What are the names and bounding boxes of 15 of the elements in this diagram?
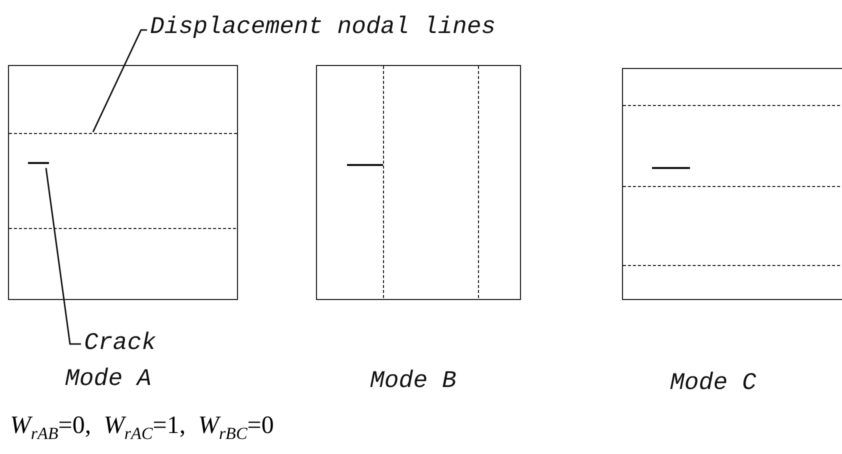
crack-line: [347, 164, 383, 166]
mode-caption: Mode C: [670, 372, 756, 396]
plate-outline: [8, 65, 238, 300]
formula-text: W$_{rAB}$=0, W$_{rAC}$=1, W$_{rBC}$=0: [10, 412, 274, 444]
leader-line: [45, 168, 81, 345]
plate-outline: [316, 65, 521, 300]
mode-caption: Mode B: [370, 370, 456, 394]
leader-label: Crack: [84, 332, 156, 356]
mode-caption: Mode A: [65, 368, 152, 392]
plate-outline: [622, 68, 842, 300]
leader-label: Displacement nodal lines: [150, 16, 496, 40]
nodal-line: [9, 133, 237, 135]
crack-line: [28, 162, 49, 164]
crack-line: [652, 167, 690, 169]
leader-line: [92, 29, 147, 132]
